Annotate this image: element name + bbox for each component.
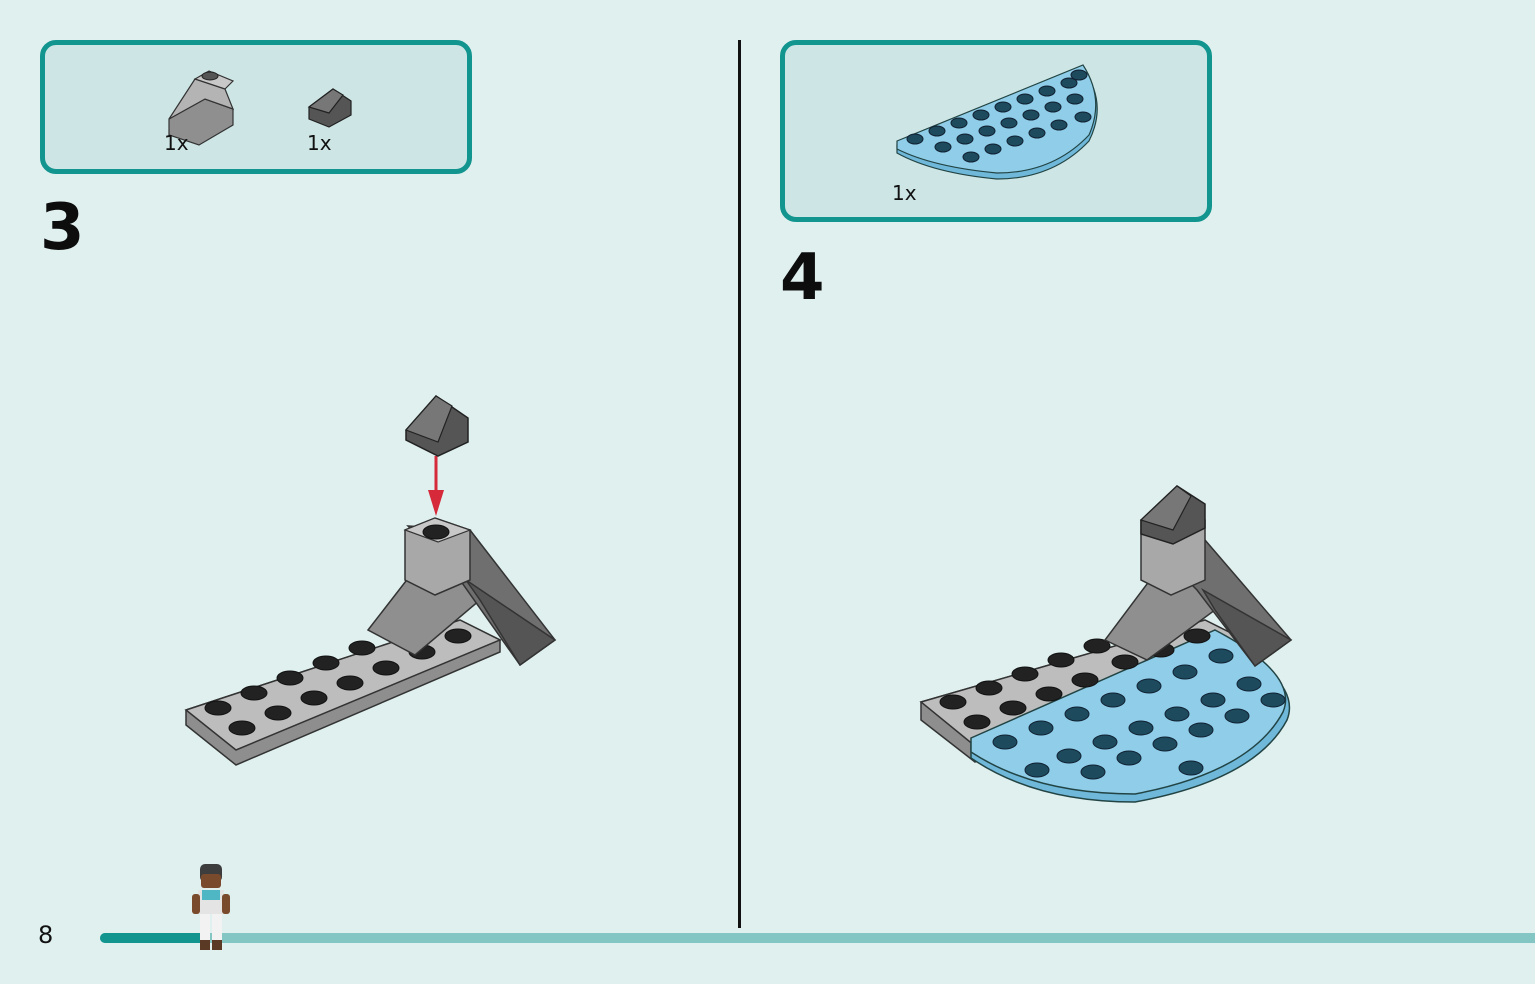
minifigure-progress-marker: [192, 864, 230, 950]
dark-gray-slope-icon: [307, 88, 352, 128]
step-3-parts-box: 1x 1x: [40, 40, 472, 174]
page-number: 8: [38, 921, 54, 949]
part-qty: 1x: [307, 131, 332, 155]
part-qty: 1x: [892, 181, 917, 205]
progress-bar: [100, 933, 1535, 943]
progress-fill: [100, 933, 208, 943]
step-divider: [738, 40, 741, 928]
part-qty: 1x: [164, 131, 189, 155]
light-gray-slope-brick-icon: [168, 70, 235, 146]
step-4-assembly-illustration: [919, 485, 1293, 803]
step-3-assembly-illustration: [184, 395, 557, 766]
step-4-parts-box: 1x: [780, 40, 1212, 222]
blue-half-round-plate-icon: [896, 64, 1098, 180]
step-number: 4: [780, 241, 825, 315]
step-number: 3: [40, 191, 85, 265]
